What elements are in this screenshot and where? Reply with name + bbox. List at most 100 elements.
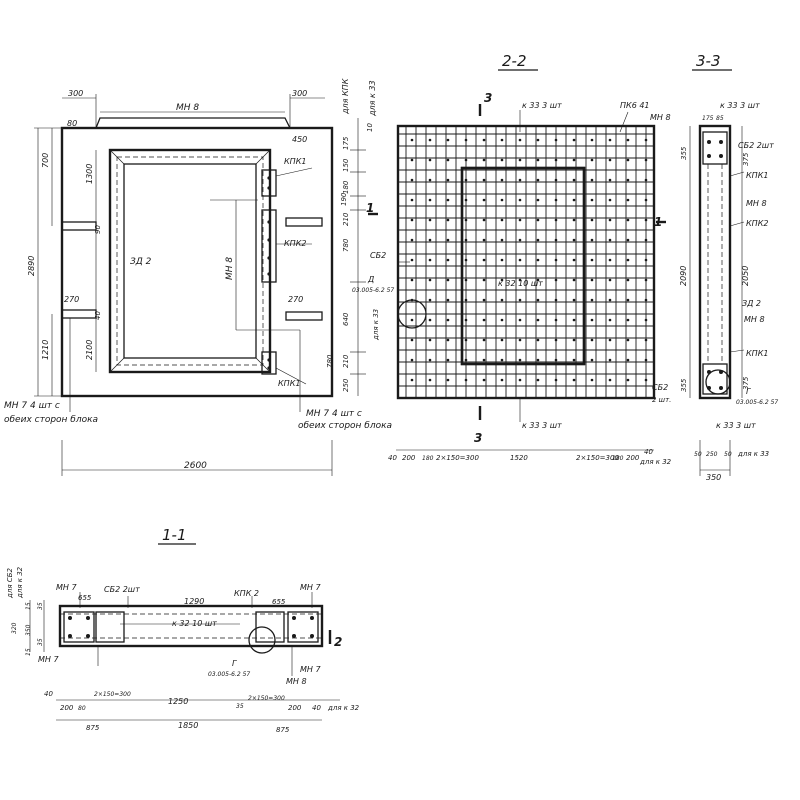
dim-40: 40 (44, 690, 53, 698)
mesh-node (482, 158, 486, 162)
mesh-node (482, 258, 486, 262)
opening-frame-outer (108, 148, 272, 374)
top-cage (702, 131, 728, 165)
opening-frame-inner (123, 163, 257, 359)
mesh-node (626, 258, 630, 262)
mesh-node (626, 318, 630, 322)
label-kpk2: КПК 2 (234, 589, 259, 598)
mesh-node (572, 298, 576, 302)
mesh-node (500, 338, 504, 342)
mesh-node (626, 158, 630, 162)
dim-50b: 50 (724, 451, 732, 458)
anchor-dot (267, 366, 271, 370)
mesh-node (410, 338, 414, 342)
right-cage (255, 611, 285, 643)
rebar-dot (719, 154, 723, 158)
mesh-node (428, 158, 432, 162)
mesh-node (590, 378, 594, 382)
mesh-node (536, 158, 540, 162)
mesh-node (482, 318, 486, 322)
mesh-node (644, 238, 648, 242)
dim-200: 200 (60, 704, 74, 712)
mesh-node (446, 238, 450, 242)
mesh-node (554, 338, 558, 342)
section-1-1-view: 1-1 2 для СБ2 для (6, 526, 360, 734)
dim-2600: 2600 (184, 461, 207, 471)
label-mn7-top-right: МН 7 (300, 583, 321, 592)
mesh-node (608, 178, 612, 182)
mesh-node (410, 358, 414, 362)
mesh-node (410, 158, 414, 162)
mesh-node (482, 338, 486, 342)
mesh-node (428, 218, 432, 222)
mesh-node (644, 358, 648, 362)
mesh-node (644, 158, 648, 162)
elevation-view: 300 300 МН 8 80 для КПК для к 33 700 130… (4, 78, 392, 476)
mesh-node (428, 338, 432, 342)
section-1-1-title: 1-1 (162, 526, 187, 544)
dim-180: 180 (342, 180, 350, 194)
mesh-node (590, 198, 594, 202)
label-k33: к 33 3 шт (720, 101, 760, 110)
dim-655-right: 655 (272, 598, 286, 606)
rebar-dot (310, 634, 314, 638)
mesh-node (572, 158, 576, 162)
dim-v15b: 15 (25, 648, 32, 656)
mesh-node (500, 138, 504, 142)
label-mn8-b: МН 8 (744, 315, 765, 324)
mesh-node (644, 198, 648, 202)
top-raised-edge (95, 117, 291, 129)
mesh-node (464, 238, 468, 242)
dim-v35: 35 (37, 602, 44, 610)
label-kpk2: КПК2 (284, 239, 306, 248)
dim-2090: 2090 (679, 266, 688, 286)
mesh-node (446, 178, 450, 182)
dim-180: 180 (422, 455, 434, 462)
dim-80: 80 (78, 705, 86, 712)
right-cage-2 (287, 611, 319, 643)
mesh-node (608, 258, 612, 262)
mesh-node (428, 258, 432, 262)
mesh-node (410, 198, 414, 202)
label-for-sb2: для СБ2 (6, 568, 14, 599)
dim-270-mid: 270 (288, 295, 303, 304)
mesh-node (554, 238, 558, 242)
embedded-plate (61, 221, 97, 231)
dim-190: 190 (340, 192, 348, 206)
mesh-node (500, 298, 504, 302)
mesh-node (518, 338, 522, 342)
dim-300-right: 300 (292, 89, 307, 98)
label-sb2-count: 2 шт. (652, 396, 671, 404)
rebar-dot (719, 370, 723, 374)
label-kpk1-bottom: КПК1 (278, 379, 300, 388)
label-for-k33: для к 33 (372, 309, 380, 341)
dim-375b: 375 (742, 376, 750, 390)
section-outline (698, 124, 732, 400)
mesh-node (410, 218, 414, 222)
mesh-node (644, 218, 648, 222)
mesh-node (518, 238, 522, 242)
mesh-node (572, 218, 576, 222)
mesh-node (410, 258, 414, 262)
label-mn7-right: МН 7 4 шт с (306, 409, 362, 419)
rebar-dot (707, 140, 711, 144)
mesh-node (608, 318, 612, 322)
mesh-node (572, 318, 576, 322)
cut-mark-1-label: 1 (366, 201, 374, 215)
mesh-node (518, 378, 522, 382)
mesh-node (536, 358, 540, 362)
anchor-dot (267, 176, 271, 180)
mesh-node (590, 358, 594, 362)
mesh-node (500, 278, 504, 282)
dim-1290: 1290 (184, 597, 204, 606)
rebar-dot (707, 370, 711, 374)
leader (275, 367, 307, 385)
label-sb2: СБ2 2шт (104, 585, 140, 594)
leader (275, 167, 313, 177)
dim-v320: 320 (11, 622, 18, 634)
mesh-node (590, 298, 594, 302)
mesh-node (482, 298, 486, 302)
label-both-sides-left: обеих сторон блока (4, 415, 98, 425)
mesh-node (410, 318, 414, 322)
mesh-node (446, 138, 450, 142)
